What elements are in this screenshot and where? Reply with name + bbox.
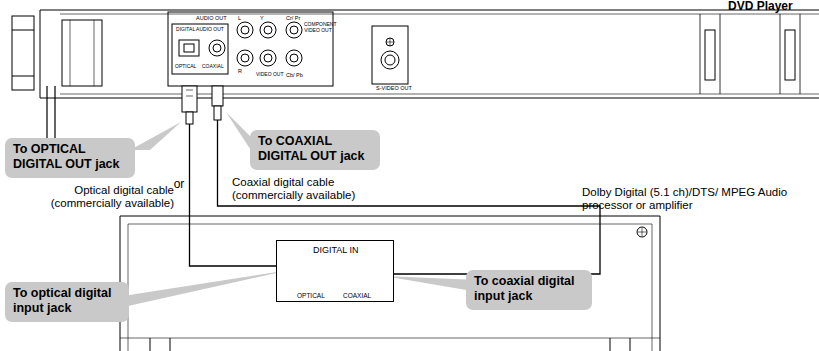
jack-label: COMPONENT VIDEO OUT — [304, 22, 332, 34]
text-label: DVD Player — [728, 0, 814, 14]
jack-label: COAXIAL — [202, 64, 228, 70]
text-label: or — [172, 178, 186, 192]
callout-text: To COAXIAL DIGITAL OUT jack — [258, 134, 372, 164]
callout-box: To coaxial digital input jack — [466, 270, 592, 310]
panel-text: DIGITAL IN — [313, 246, 359, 255]
text-label: Coaxial digital cable (commercially avai… — [232, 176, 396, 202]
jack-label: Cb/ Pb — [286, 72, 308, 78]
panel-text: COAXIAL — [343, 293, 371, 300]
callout-text: To optical digital input jack — [13, 286, 121, 316]
callout-text: To coaxial digital input jack — [474, 274, 584, 304]
jack-label: AUDIO OUT — [196, 15, 236, 21]
panel-text: OPTICAL — [297, 293, 325, 300]
input-panel: DIGITAL IN OPTICAL COAXIAL — [276, 240, 394, 302]
jack-label: OPTICAL — [175, 64, 201, 70]
jack-label: S-VIDEO OUT — [372, 85, 416, 91]
callout-box: To COAXIAL DIGITAL OUT jack — [250, 130, 380, 170]
jack-label: DIGITAL AUDIO OUT — [174, 27, 226, 33]
jack-label: Cr/ Pr — [286, 15, 308, 21]
jack-label: VIDEO OUT — [256, 72, 282, 78]
callout-box: To OPTICAL DIGITAL OUT jack — [5, 138, 135, 178]
jack-label: R — [238, 68, 246, 74]
callout-text: To OPTICAL DIGITAL OUT jack — [13, 142, 127, 172]
text-label: Optical digital cable (commercially avai… — [10, 184, 174, 210]
callout-box: To optical digital input jack — [5, 282, 129, 322]
jack-label: L — [238, 15, 246, 21]
text-label: Dolby Digital (5.1 ch)/DTS/ MPEG Audio p… — [582, 186, 812, 212]
jack-label: Y — [260, 15, 268, 21]
